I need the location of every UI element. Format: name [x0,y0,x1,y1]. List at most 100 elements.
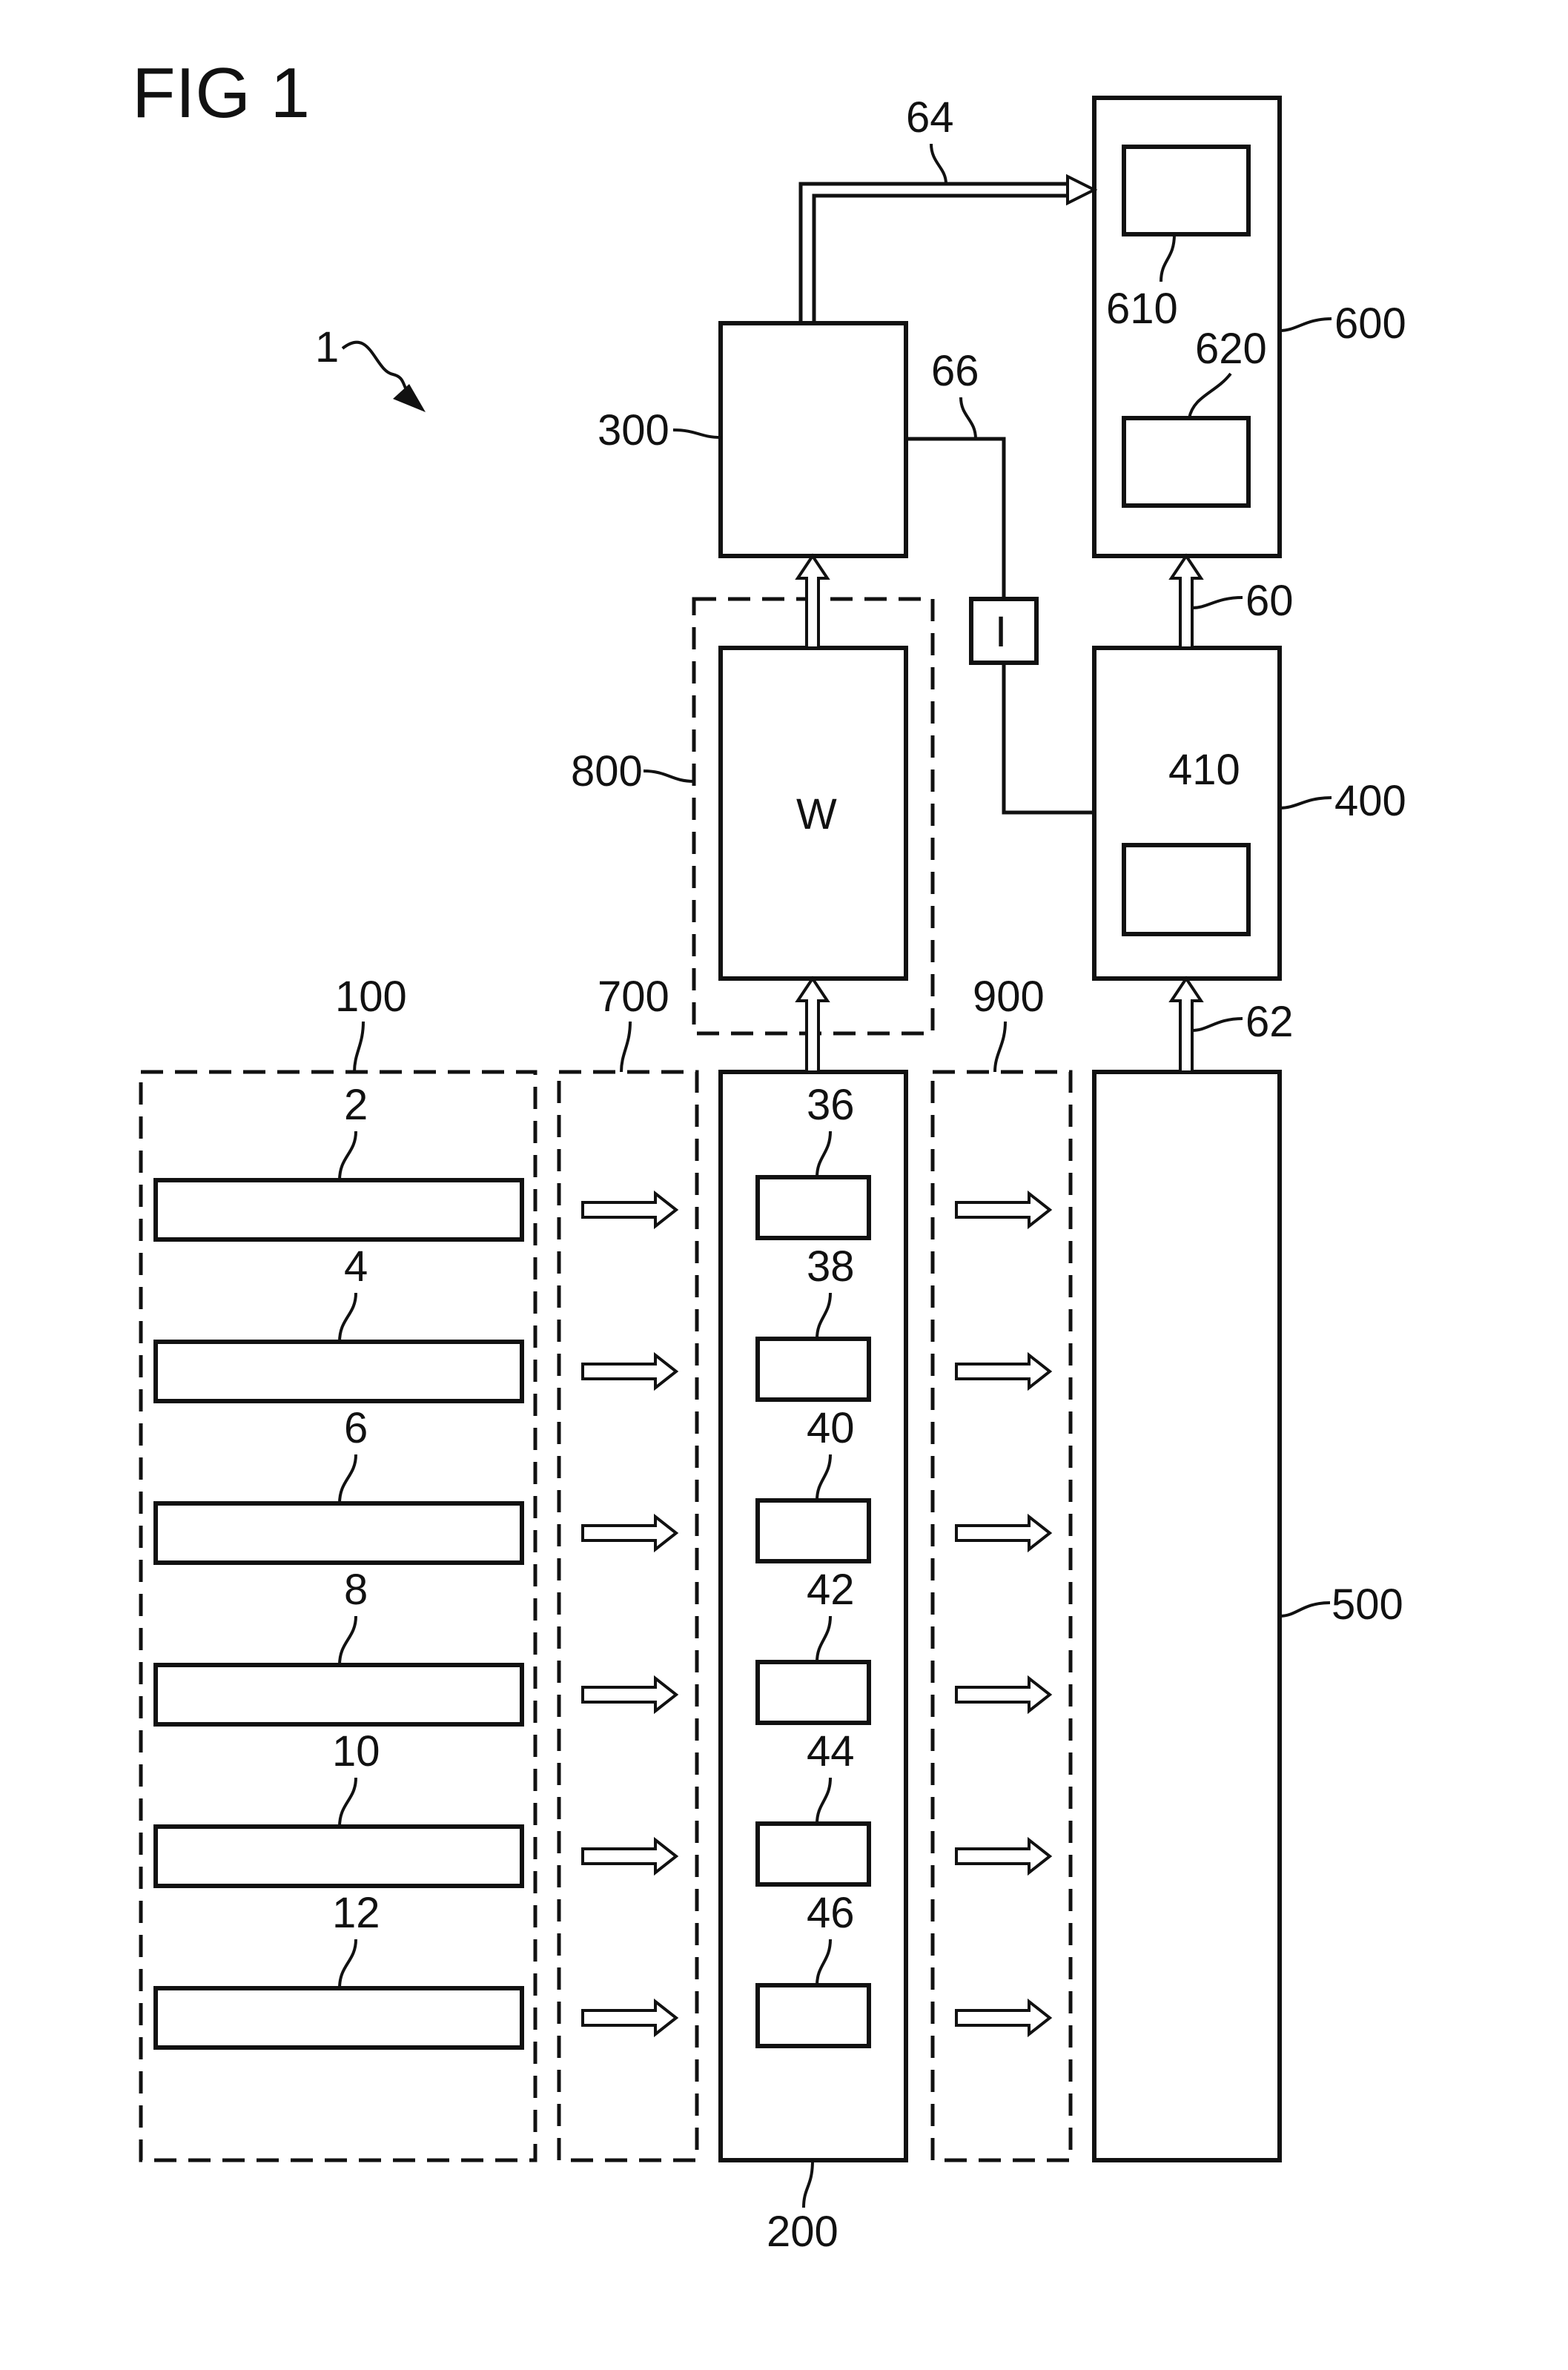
connection-64-inner [812,193,1069,323]
mid-box-42-leader [816,1615,832,1663]
block-300 [718,321,908,558]
arrow-700-4 [581,1675,679,1715]
mid-box-38 [755,1337,871,1402]
block-620-leader [1188,372,1232,419]
group-900-box [930,1070,1073,2162]
block-620-label: 620 [1195,325,1267,373]
left-bar-10-label: 10 [332,1727,380,1775]
arrow-500-to-400 [1168,976,1204,1073]
arrow-700-2 [581,1351,679,1391]
mid-box-42-label: 42 [807,1566,855,1614]
left-bar-10 [153,1824,524,1888]
connection-64-outer [798,182,1069,323]
block-w-label: W [796,790,837,838]
group-900-label: 900 [973,973,1045,1021]
group-100-box [139,1070,537,2162]
left-bar-12 [153,1986,524,2050]
block-200-leader [802,2159,814,2208]
block-610-label: 610 [1106,285,1178,333]
block-620 [1122,416,1251,508]
arrow-900-5 [955,1836,1053,1876]
group-900-leader [993,1021,1007,1073]
mid-box-36-label: 36 [807,1081,855,1129]
left-bar-4-label: 4 [344,1242,368,1291]
arrow-column-900 [955,1190,1053,2038]
mid-box-46 [755,1983,871,2048]
left-bar-list: 2 4 6 8 10 12 [153,1081,524,2050]
block-600-leader [1279,317,1332,332]
group-100-leader [353,1021,365,1073]
connection-62-label: 62 [1246,998,1294,1046]
group-700-box [557,1070,699,2162]
arrow-400-to-600 [1168,553,1204,649]
mid-box-36 [755,1175,871,1240]
connection-64-arrowhead [1066,173,1098,206]
mid-box-44-leader [816,1777,832,1824]
left-bar-8-leader [338,1615,357,1666]
block-500-leader [1279,1601,1331,1618]
left-bar-4-leader [338,1292,357,1343]
mid-box-38-label: 38 [807,1242,855,1291]
left-bar-2 [153,1178,524,1242]
mid-box-44 [755,1821,871,1887]
connection-60-leader [1191,596,1243,609]
group-700-label: 700 [598,973,669,1021]
mid-item-list: 36 38 40 42 44 46 [755,1081,871,2048]
connection-64-label: 64 [906,93,954,142]
left-bar-10-leader [338,1777,357,1827]
connection-66-line-top [906,437,1006,599]
arrow-900-2 [955,1351,1053,1391]
arrow-900-6 [955,1998,1053,2038]
group-700-leader [620,1021,632,1073]
block-500 [1092,1070,1282,2162]
block-200-label: 200 [767,2208,838,2256]
connection-62-leader [1191,1017,1243,1032]
system-ref-label: 1 [315,323,339,371]
block-i-label: I [995,608,1007,656]
block-600-label: 600 [1334,299,1406,348]
block-610-leader [1160,234,1176,282]
mid-box-40-label: 40 [807,1404,855,1452]
arrow-column-700 [581,1190,679,2038]
left-bar-6 [153,1501,524,1565]
figure-title: FIG 1 [132,53,310,133]
arrow-700-3 [581,1513,679,1553]
block-w [718,646,908,981]
mid-box-38-leader [816,1292,832,1340]
connection-66-leader [959,397,977,440]
group-100-label: 100 [335,973,407,1021]
mid-box-46-leader [816,1939,832,1986]
connection-66-label: 66 [931,347,979,395]
block-410 [1122,843,1251,936]
block-200 [718,1070,908,2162]
left-bar-2-leader [338,1131,357,1181]
block-610 [1122,145,1251,236]
mid-box-40-leader [816,1454,832,1501]
block-300-leader [672,428,721,439]
system-ref-arrowhead [393,384,426,412]
left-bar-8 [153,1663,524,1727]
mid-box-44-label: 44 [807,1727,855,1775]
left-bar-8-label: 8 [344,1566,368,1614]
left-bar-12-leader [338,1939,357,1989]
connection-64-leader [930,143,947,185]
arrow-700-5 [581,1836,679,1876]
mid-box-36-leader [816,1131,832,1178]
group-800-leader [643,769,695,783]
left-bar-4 [153,1340,524,1403]
arrow-700-6 [581,1998,679,2038]
mid-box-46-label: 46 [807,1889,855,1937]
arrow-w-to-300 [795,553,830,649]
block-410-label: 410 [1168,746,1240,794]
arrow-900-4 [955,1675,1053,1715]
left-bar-6-leader [338,1454,357,1504]
block-300-label: 300 [598,406,669,454]
arrow-900-3 [955,1513,1053,1553]
block-400-label: 400 [1334,777,1406,825]
arrow-700-1 [581,1190,679,1230]
left-bar-2-label: 2 [344,1081,368,1129]
block-400-leader [1279,796,1332,810]
left-bar-6-label: 6 [344,1404,368,1452]
arrow-200-to-w [795,976,830,1073]
